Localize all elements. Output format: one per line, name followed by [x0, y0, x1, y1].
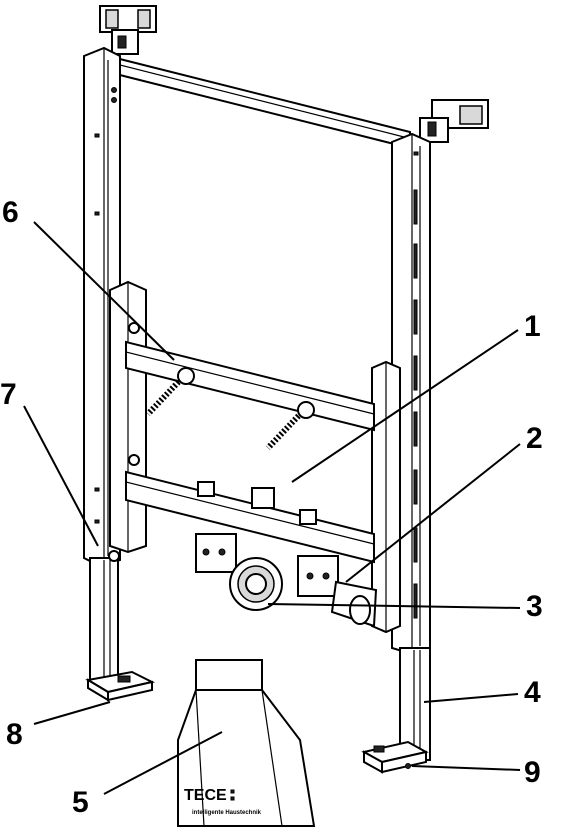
bag-brand-logo: TECE	[184, 787, 227, 804]
left-foot-extension	[89, 550, 120, 687]
drain-pipe-elbow	[330, 580, 378, 628]
water-connection-bracket-left	[195, 533, 237, 573]
top-left-wall-bracket	[99, 5, 157, 55]
leader-lines	[23, 221, 521, 795]
leader-5	[103, 731, 223, 795]
left-floor-foot	[85, 670, 155, 702]
top-right-wall-bracket	[419, 99, 489, 143]
callout-2: 2	[526, 422, 543, 455]
callout-9: 9	[524, 756, 541, 789]
leader-1	[291, 329, 519, 483]
inner-left-post	[109, 280, 147, 554]
top-cross-rail	[107, 54, 411, 150]
upper-cross-bar	[125, 340, 375, 432]
callout-5: 5	[72, 786, 89, 819]
bag-tagline: intelligente Haustechnik	[192, 810, 262, 816]
callout-6: 6	[2, 196, 19, 229]
callout-3: 3	[526, 590, 543, 623]
leader-9	[411, 765, 521, 771]
right-floor-foot	[361, 740, 429, 774]
callout-4: 4	[524, 676, 541, 709]
threaded-stud-right	[265, 401, 315, 451]
callout-1: 1	[524, 310, 541, 343]
threaded-stud-left	[145, 367, 195, 417]
callout-8: 8	[6, 718, 23, 751]
leader-8	[33, 701, 111, 725]
drain-connection	[229, 557, 283, 611]
leader-6	[33, 221, 175, 361]
leader-4	[423, 693, 519, 703]
leader-2	[345, 443, 521, 583]
callout-7: 7	[0, 378, 17, 411]
callout-numbers: 1 2 3 4 5 6 7 8 9	[0, 196, 543, 819]
lower-cross-bar	[125, 470, 375, 564]
water-connection-bracket-right	[297, 555, 339, 597]
accessory-bag: TECE intelligente Haustechnik	[177, 659, 316, 827]
leader-3	[267, 603, 521, 609]
leader-7	[23, 405, 99, 547]
